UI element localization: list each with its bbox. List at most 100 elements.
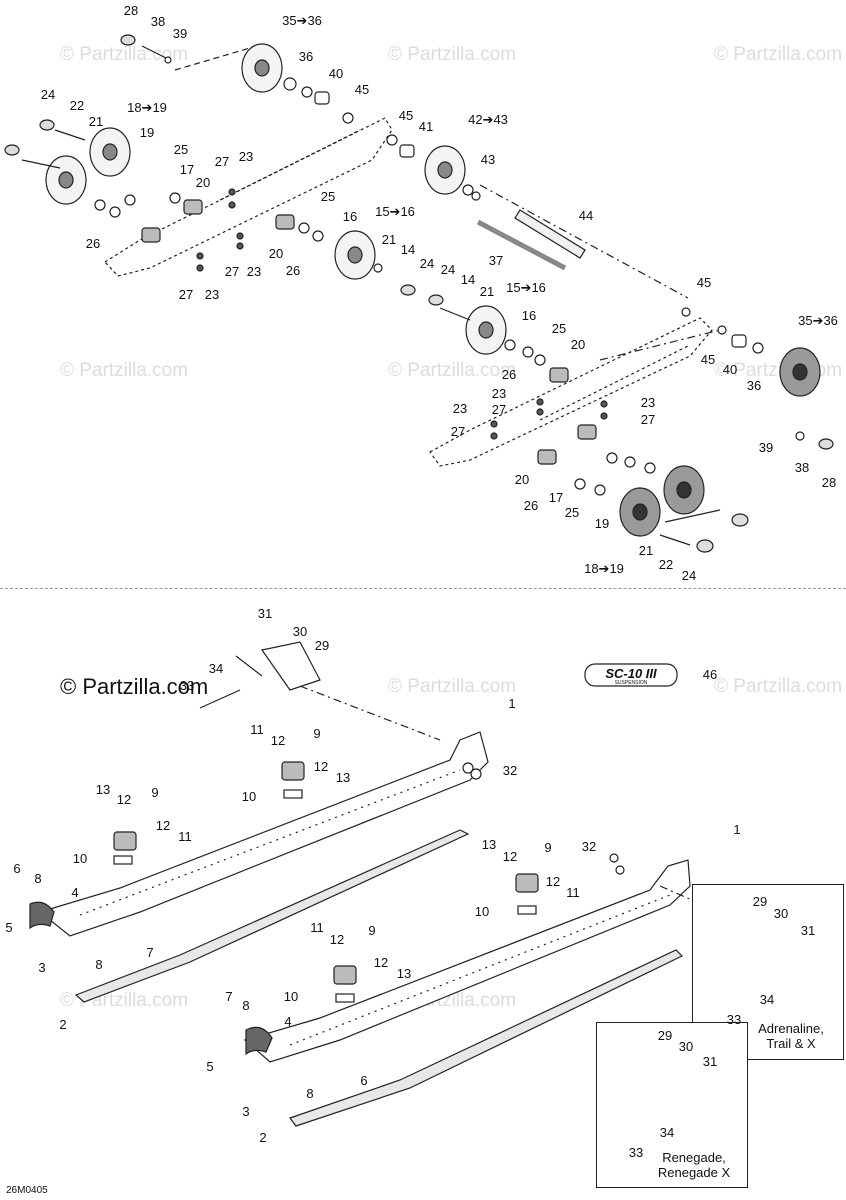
callout[interactable]: 30 xyxy=(773,906,789,921)
callout[interactable]: 26 xyxy=(85,236,101,251)
callout[interactable]: 17 xyxy=(179,162,195,177)
callout[interactable]: 21 xyxy=(88,114,104,129)
callout[interactable]: 18➔19 xyxy=(584,561,624,576)
callout[interactable]: 8 xyxy=(306,1086,314,1101)
callout[interactable]: 26 xyxy=(285,263,301,278)
callout[interactable]: 5 xyxy=(206,1059,214,1074)
callout[interactable]: 35➔36 xyxy=(798,313,838,328)
callout[interactable]: 8 xyxy=(34,871,42,886)
callout[interactable]: 23 xyxy=(640,395,656,410)
callout[interactable]: 26 xyxy=(523,498,539,513)
callout[interactable]: 38 xyxy=(150,14,166,29)
callout[interactable]: 12 xyxy=(545,874,561,889)
callout[interactable]: 28 xyxy=(123,3,139,18)
callout[interactable]: 34 xyxy=(659,1125,675,1140)
callout[interactable]: 23 xyxy=(204,287,220,302)
callout[interactable]: 27 xyxy=(450,424,466,439)
callout[interactable]: 2 xyxy=(59,1017,67,1032)
callout[interactable]: 29 xyxy=(314,638,330,653)
callout[interactable]: 19 xyxy=(594,516,610,531)
callout[interactable]: 37 xyxy=(488,253,504,268)
callout[interactable]: 19 xyxy=(139,125,155,140)
callout[interactable]: 7 xyxy=(146,945,154,960)
callout[interactable]: 36 xyxy=(746,378,762,393)
callout[interactable]: 33 xyxy=(726,1012,742,1027)
callout[interactable]: 27 xyxy=(640,412,656,427)
callout[interactable]: 13 xyxy=(95,782,111,797)
callout[interactable]: 25 xyxy=(320,189,336,204)
callout[interactable]: 18➔19 xyxy=(127,100,167,115)
callout[interactable]: 4 xyxy=(284,1014,292,1029)
callout[interactable]: 35➔36 xyxy=(282,13,322,28)
callout[interactable]: 1 xyxy=(508,696,516,711)
callout[interactable]: 11 xyxy=(250,722,264,737)
callout[interactable]: 39 xyxy=(758,440,774,455)
callout[interactable]: 45 xyxy=(398,108,414,123)
callout[interactable]: 43 xyxy=(480,152,496,167)
callout[interactable]: 23 xyxy=(246,264,262,279)
callout[interactable]: 21 xyxy=(381,232,397,247)
callout[interactable]: 1 xyxy=(733,822,741,837)
callout[interactable]: 15➔16 xyxy=(375,204,415,219)
callout[interactable]: 8 xyxy=(242,998,250,1013)
callout[interactable]: 9 xyxy=(544,840,552,855)
callout[interactable]: 29 xyxy=(752,894,768,909)
callout[interactable]: 12 xyxy=(502,849,518,864)
callout[interactable]: 34 xyxy=(208,661,224,676)
callout[interactable]: 27 xyxy=(224,264,240,279)
callout[interactable]: 23 xyxy=(238,149,254,164)
callout[interactable]: 20 xyxy=(195,175,211,190)
callout[interactable]: 2 xyxy=(259,1130,267,1145)
callout[interactable]: 14 xyxy=(460,272,476,287)
callout[interactable]: 40 xyxy=(328,66,344,81)
callout[interactable]: 12 xyxy=(373,955,389,970)
callout[interactable]: 45 xyxy=(354,82,370,97)
callout[interactable]: 25 xyxy=(564,505,580,520)
callout[interactable]: 30 xyxy=(678,1039,694,1054)
callout[interactable]: 32 xyxy=(502,763,518,778)
callout[interactable]: 24 xyxy=(40,87,56,102)
callout[interactable]: 24 xyxy=(440,262,456,277)
callout[interactable]: 11 xyxy=(566,885,580,900)
callout[interactable]: 14 xyxy=(400,242,416,257)
callout[interactable]: 31 xyxy=(702,1054,718,1069)
callout[interactable]: 20 xyxy=(570,337,586,352)
callout[interactable]: 20 xyxy=(268,246,284,261)
callout[interactable]: 27 xyxy=(178,287,194,302)
callout[interactable]: 27 xyxy=(491,402,507,417)
callout[interactable]: 17 xyxy=(548,490,564,505)
callout[interactable]: 21 xyxy=(638,543,654,558)
callout[interactable]: 3 xyxy=(242,1104,250,1119)
callout[interactable]: 11 xyxy=(310,920,324,935)
callout[interactable]: 9 xyxy=(151,785,159,800)
callout[interactable]: 9 xyxy=(313,726,321,741)
callout[interactable]: 4 xyxy=(71,885,79,900)
callout[interactable]: 34 xyxy=(759,992,775,1007)
callout[interactable]: 40 xyxy=(722,362,738,377)
callout[interactable]: 41 xyxy=(418,119,434,134)
callout[interactable]: 3 xyxy=(38,960,46,975)
callout[interactable]: 16 xyxy=(342,209,358,224)
callout[interactable]: 22 xyxy=(69,98,85,113)
callout[interactable]: 10 xyxy=(283,989,299,1004)
callout[interactable]: 29 xyxy=(657,1028,673,1043)
callout[interactable]: 15➔16 xyxy=(506,280,546,295)
callout[interactable]: 45 xyxy=(700,352,716,367)
callout[interactable]: 44 xyxy=(578,208,594,223)
callout[interactable]: 16 xyxy=(521,308,537,323)
callout[interactable]: 33 xyxy=(628,1145,644,1160)
callout[interactable]: 30 xyxy=(292,624,308,639)
callout[interactable]: 13 xyxy=(335,770,351,785)
callout[interactable]: 12 xyxy=(329,932,345,947)
callout[interactable]: 6 xyxy=(360,1073,368,1088)
callout[interactable]: 10 xyxy=(474,904,490,919)
callout[interactable]: 8 xyxy=(95,957,103,972)
callout[interactable]: 39 xyxy=(172,26,188,41)
callout[interactable]: 33 xyxy=(179,678,195,693)
callout[interactable]: 38 xyxy=(794,460,810,475)
callout[interactable]: 21 xyxy=(479,284,495,299)
callout[interactable]: 10 xyxy=(72,851,88,866)
callout[interactable]: 31 xyxy=(800,923,816,938)
callout[interactable]: 12 xyxy=(313,759,329,774)
callout[interactable]: 10 xyxy=(241,789,257,804)
